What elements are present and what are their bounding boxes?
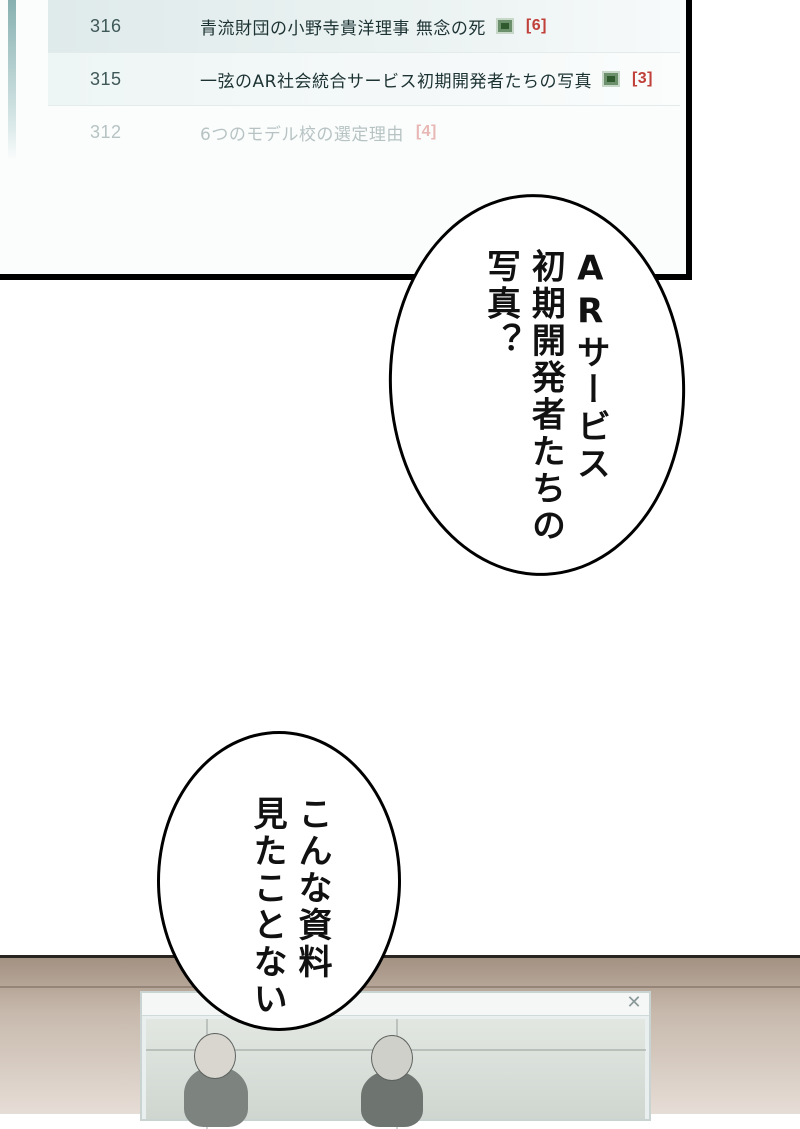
comment-count[interactable]: [4] bbox=[415, 123, 437, 140]
article-title-link[interactable]: 青流財団の小野寺貴洋理事 無念の死 bbox=[200, 18, 486, 39]
comment-count[interactable]: [3] bbox=[631, 70, 654, 87]
article-title-link[interactable]: 6つのモデル校の選定理由 bbox=[200, 124, 404, 145]
image-attachment-icon bbox=[495, 18, 514, 34]
close-icon[interactable]: ✕ bbox=[626, 992, 642, 1013]
person-head bbox=[194, 1033, 236, 1079]
screen-edge-stripe bbox=[8, 0, 16, 160]
article-row-312[interactable]: 312 6つのモデル校の選定理由 [4] bbox=[48, 106, 680, 159]
developers-photo bbox=[146, 1019, 646, 1129]
image-attachment-icon bbox=[601, 71, 620, 87]
speech-text-first: ARサービス初期開発者たちの写真？ bbox=[480, 248, 611, 545]
article-number: 315 bbox=[90, 68, 122, 89]
article-number: 312 bbox=[90, 121, 122, 142]
room-background: ✕ bbox=[0, 955, 800, 1129]
article-row-316[interactable]: 316 青流財団の小野寺貴洋理事 無念の死 [6] bbox=[48, 0, 680, 53]
article-screen-panel: 316 青流財団の小野寺貴洋理事 無念の死 [6] 315 一弦のAR社会統合サ… bbox=[0, 0, 692, 280]
comment-count[interactable]: [6] bbox=[525, 17, 547, 34]
wall-line bbox=[0, 986, 800, 988]
speech-text-second: こんな資料見たことない bbox=[247, 796, 332, 1018]
article-number: 316 bbox=[90, 15, 122, 36]
article-list: 316 青流財団の小野寺貴洋理事 無念の死 [6] 315 一弦のAR社会統合サ… bbox=[48, 0, 680, 159]
speech-bubble-second: こんな資料見たことない bbox=[157, 731, 401, 1031]
person-head bbox=[371, 1035, 413, 1081]
article-title-link[interactable]: 一弦のAR社会統合サービス初期開発者たちの写真 bbox=[200, 71, 592, 92]
article-row-315[interactable]: 315 一弦のAR社会統合サービス初期開発者たちの写真 [3] bbox=[48, 53, 680, 106]
